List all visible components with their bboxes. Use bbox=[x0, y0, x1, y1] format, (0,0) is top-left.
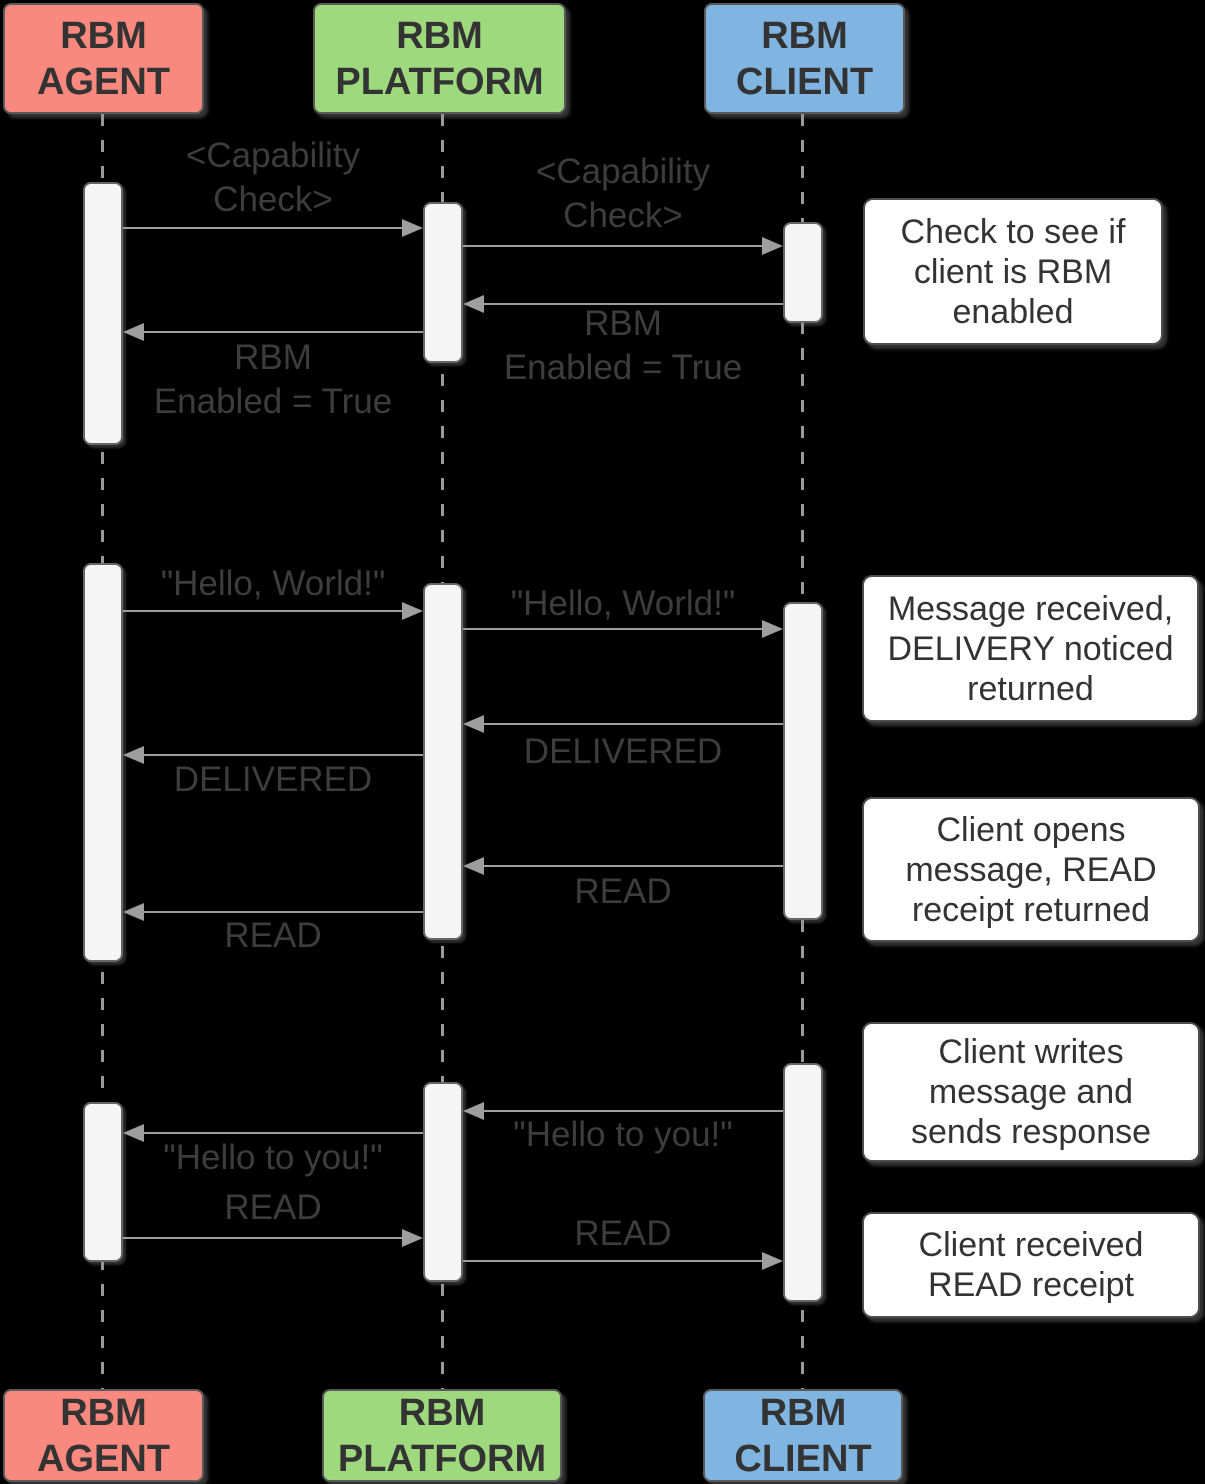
arrow-rbm-enabled-platform-agent bbox=[123, 323, 423, 341]
arrowhead-right-icon bbox=[762, 237, 783, 255]
actor-bottom-agent: RBM AGENT bbox=[3, 1389, 204, 1482]
arrow-rbm-enabled-client-platform bbox=[463, 295, 783, 313]
arrow-hello-world-agent-platform bbox=[123, 602, 423, 620]
message-label: READ bbox=[574, 872, 672, 911]
note-capability-check: Check to see if client is RBM enabled bbox=[863, 198, 1163, 345]
actor-bottom-platform: RBM PLATFORM bbox=[322, 1389, 562, 1482]
message-label: <Capability Check> bbox=[185, 136, 361, 219]
actor-top-platform: RBM PLATFORM bbox=[313, 3, 566, 114]
arrow-read-client-platform bbox=[463, 857, 783, 875]
activation-agent-2 bbox=[83, 563, 123, 962]
activation-client-1 bbox=[783, 222, 823, 323]
activation-agent-3 bbox=[83, 1102, 123, 1262]
message-label: "Hello, World!" bbox=[160, 564, 386, 603]
message-label: DELIVERED bbox=[173, 760, 373, 799]
arrow-read-platform-agent bbox=[123, 903, 423, 921]
arrowhead-left-icon bbox=[123, 903, 144, 921]
arrow-read-agent-platform bbox=[123, 1229, 423, 1247]
note-message-received: Message received, DELIVERY noticed retur… bbox=[862, 575, 1199, 722]
activation-platform-1 bbox=[423, 202, 463, 363]
arrowhead-right-icon bbox=[402, 219, 423, 237]
arrowhead-left-icon bbox=[463, 1102, 484, 1120]
note-client-writes-message: Client writes message and sends response bbox=[862, 1022, 1200, 1162]
arrow-delivered-platform-agent bbox=[123, 746, 423, 764]
arrow-delivered-client-platform bbox=[463, 715, 783, 733]
message-label: RBM Enabled = True bbox=[503, 304, 743, 387]
message-label: "Hello to you!" bbox=[163, 1138, 383, 1177]
arrow-hello-to-you-platform-agent bbox=[123, 1124, 423, 1142]
actor-top-client: RBM CLIENT bbox=[704, 3, 905, 114]
arrow-hello-to-you-client-platform bbox=[463, 1102, 783, 1120]
arrowhead-right-icon bbox=[402, 1229, 423, 1247]
arrow-capability-check-platform-client bbox=[463, 237, 783, 255]
arrowhead-right-icon bbox=[762, 620, 783, 638]
activation-platform-2 bbox=[423, 583, 463, 940]
arrowhead-left-icon bbox=[123, 746, 144, 764]
arrow-hello-world-platform-client bbox=[463, 620, 783, 638]
message-label: READ bbox=[224, 1188, 322, 1227]
message-label: "Hello to you!" bbox=[513, 1115, 733, 1154]
message-label: DELIVERED bbox=[523, 732, 723, 771]
activation-client-2 bbox=[783, 602, 823, 920]
arrowhead-left-icon bbox=[463, 715, 484, 733]
message-label: <Capability Check> bbox=[535, 152, 711, 235]
message-label: RBM Enabled = True bbox=[153, 338, 393, 421]
arrowhead-left-icon bbox=[463, 295, 484, 313]
note-client-opens-message: Client opens message, READ receipt retur… bbox=[862, 797, 1200, 942]
message-label: "Hello, World!" bbox=[510, 584, 736, 623]
activation-platform-3 bbox=[423, 1082, 463, 1282]
arrowhead-right-icon bbox=[402, 602, 423, 620]
arrowhead-left-icon bbox=[123, 1124, 144, 1142]
arrowhead-left-icon bbox=[123, 323, 144, 341]
message-label: READ bbox=[224, 916, 322, 955]
arrowhead-right-icon bbox=[762, 1252, 783, 1270]
arrowhead-left-icon bbox=[463, 857, 484, 875]
note-client-received-read: Client received READ receipt bbox=[862, 1212, 1200, 1318]
activation-client-3 bbox=[783, 1063, 823, 1302]
activation-agent-1 bbox=[83, 182, 123, 445]
message-label: READ bbox=[574, 1214, 672, 1253]
actor-top-agent: RBM AGENT bbox=[3, 3, 204, 114]
arrow-capability-check-agent-platform bbox=[123, 219, 423, 237]
actor-bottom-client: RBM CLIENT bbox=[703, 1389, 903, 1482]
arrow-read-platform-client bbox=[463, 1252, 783, 1270]
